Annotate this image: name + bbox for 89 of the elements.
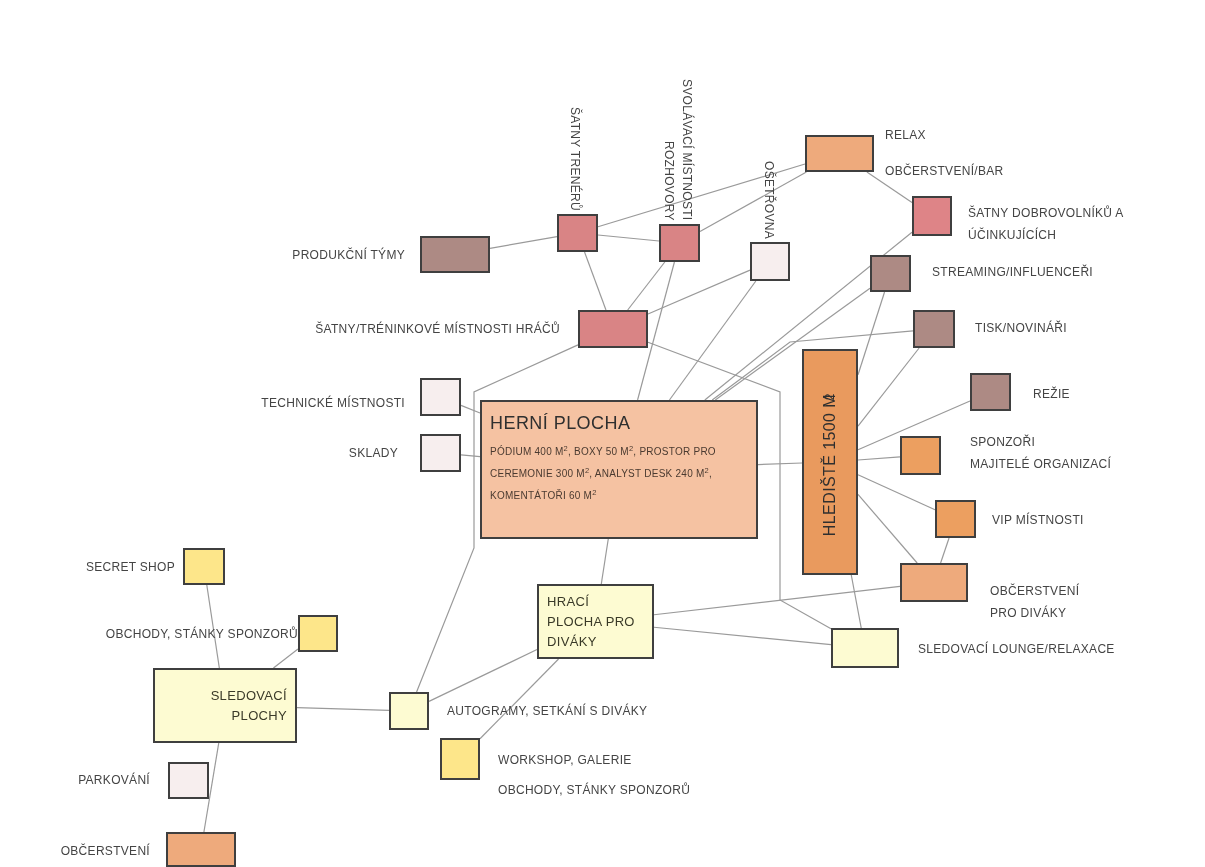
room-label: REŽIE <box>1033 386 1070 402</box>
room-box <box>805 135 874 172</box>
room-label: OŠETŘOVNA <box>761 160 778 239</box>
connector-line <box>460 454 481 458</box>
connector-line <box>647 341 832 630</box>
connector-line <box>479 658 560 740</box>
room-box <box>420 236 490 273</box>
room-box <box>659 224 700 262</box>
room-box <box>537 584 654 659</box>
room-box <box>183 548 225 585</box>
room-label: HRACÍ PLOCHA PRO DIVÁKY <box>547 592 636 651</box>
room-label: ŠATNY/TRÉNINKOVÉ MÍSTNOSTI HRÁČŮ <box>315 321 560 337</box>
connector-line <box>597 234 660 242</box>
connector-line <box>714 287 871 401</box>
room-details: PÓDIUM 400 M$^{2}$, BOXY 50 M$^{2}$, PROSTOR PRO CEREMONIE 300 M$^{2}$, ANALYST DESK 240 M$^{2}$, KOMENTÁTOŘI 60 M$^{2}$ <box>490 443 717 503</box>
room-box <box>298 615 338 652</box>
connector-line <box>704 231 913 401</box>
connector-line <box>489 236 558 249</box>
connector-line <box>857 456 901 461</box>
room-box <box>166 832 236 867</box>
room-label: OBČERSTVENÍ PRO DIVÁKY <box>990 582 1081 622</box>
connector-line <box>600 538 609 585</box>
connector-line <box>711 330 914 401</box>
connector-line <box>647 269 751 315</box>
connector-line <box>296 707 390 711</box>
room-label: OBCHODY, STÁNKY SPONZORŮ <box>498 782 691 798</box>
connector-line <box>203 742 220 833</box>
connector-line <box>583 251 607 311</box>
room-box <box>578 310 648 348</box>
room-box <box>420 378 461 416</box>
connector-line <box>597 163 806 228</box>
room-label: WORKSHOP, GALERIE <box>498 752 632 768</box>
connector-line <box>940 537 950 564</box>
room-box <box>912 196 952 236</box>
room-label: SKLADY <box>348 445 398 461</box>
room-label: MAJITELÉ ORGANIZACÍ <box>970 456 1112 472</box>
room-box <box>557 214 598 252</box>
connector-line <box>866 171 913 204</box>
room-box <box>480 400 758 539</box>
room-box <box>440 738 480 780</box>
room-box <box>389 692 429 730</box>
room-box <box>900 436 941 475</box>
connector-line <box>850 574 862 629</box>
connector-line <box>636 261 675 401</box>
connector-line <box>206 584 220 669</box>
room-label: TECHNICKÉ MÍSTNOSTI <box>261 395 405 411</box>
room-label: OBCHODY, STÁNKY SPONZORŮ <box>105 626 298 642</box>
room-box <box>420 434 461 472</box>
room-label: ŠATNY DOBROVOLNÍKŮ A ÚČINKUJÍCÍCH <box>968 204 1124 244</box>
room-box <box>168 762 209 799</box>
room-label: TISK/NOVINÁŘI <box>975 320 1067 336</box>
room-box <box>935 500 976 538</box>
room-box <box>750 242 790 281</box>
room-label: OBČERSTVENÍ <box>60 843 150 859</box>
connector-line <box>857 347 920 427</box>
room-label: ŠATNY TRENÉRŮ <box>567 107 584 211</box>
connector-line <box>627 261 666 311</box>
room-label: SPONZOŘI <box>970 434 1036 450</box>
room-box <box>970 373 1011 411</box>
room-label: STREAMING/INFLUENCEŘI <box>932 264 1093 280</box>
room-label: PARKOVÁNÍ <box>78 772 150 788</box>
connector-line <box>857 400 971 451</box>
connector-line <box>272 648 299 669</box>
room-box <box>913 310 955 348</box>
connector-line <box>653 585 901 616</box>
room-box <box>831 628 899 668</box>
room-box <box>900 563 968 602</box>
room-label: SLEDOVACÍ PLOCHY <box>209 686 287 725</box>
room-label: PRODUKČNÍ TÝMY <box>292 247 405 263</box>
room-label: VIP MÍSTNOSTI <box>992 512 1084 528</box>
room-box <box>870 255 911 292</box>
connector-line <box>857 474 936 511</box>
connector-line <box>699 171 808 233</box>
connector-line <box>460 404 481 414</box>
room-title: HERNÍ PLOCHA <box>490 412 632 435</box>
room-label: SVOLÁVACÍ MÍSTNOSTI ROZHOVORY <box>661 78 696 221</box>
connector-line <box>668 280 757 401</box>
room-label: AUTOGRAMY, SETKÁNÍ S DIVÁKY <box>447 703 648 719</box>
connector-line <box>757 462 803 466</box>
room-box <box>802 349 858 575</box>
room-label: SLEDOVACÍ LOUNGE/RELAXACE <box>918 641 1115 657</box>
room-box <box>153 668 297 743</box>
room-label: RELAX <box>885 127 926 143</box>
room-label: OBČERSTVENÍ/BAR <box>885 163 1004 179</box>
connector-line <box>857 493 918 564</box>
connector-line <box>653 626 832 646</box>
connector-line <box>428 648 538 702</box>
room-label: SECRET SHOP <box>85 559 175 575</box>
connector-line <box>415 344 579 693</box>
